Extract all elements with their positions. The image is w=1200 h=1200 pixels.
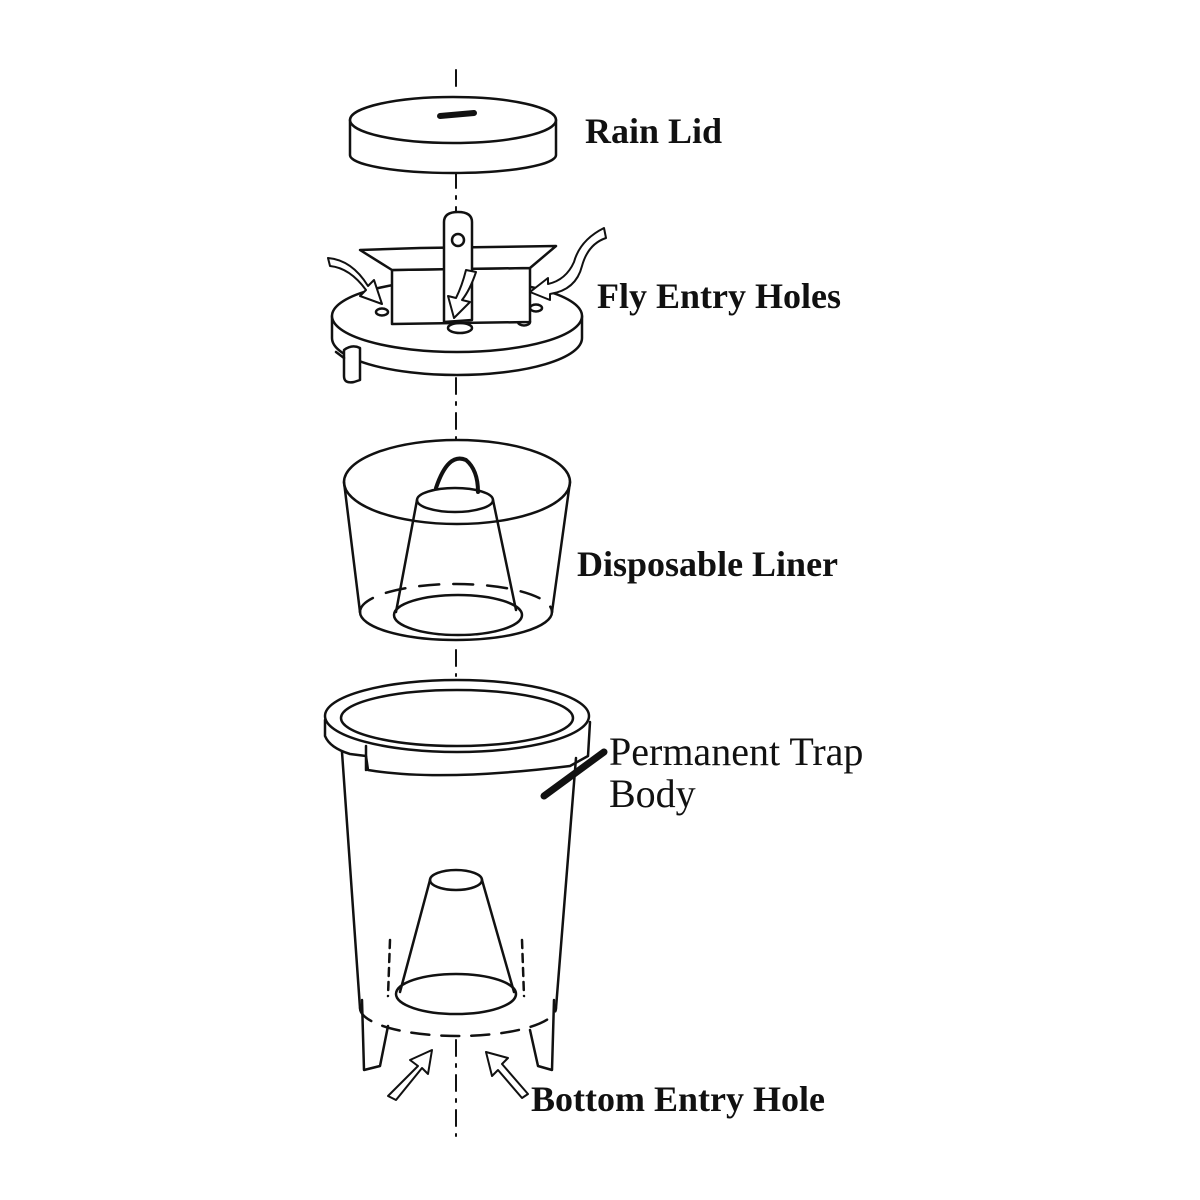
fly-entry-holes-label: Fly Entry Holes [597,276,841,316]
fly-entry-arrow [447,269,477,319]
permanent-trap-body-label-line2: Body [609,771,696,816]
body-leader-line [540,748,608,800]
disposable-liner [342,438,572,642]
rain-lid [348,95,558,175]
bottom-entry-arrow-right [485,1051,529,1099]
permanent-trap-body-label: Permanent Trap Body [609,731,863,815]
rain-lid-label: Rain Lid [585,111,723,151]
permanent-trap-body-label-line1: Permanent Trap [609,729,864,774]
fly-entry-cap [327,210,607,384]
rain-lid-slot [437,110,477,119]
left-fly-arrow [327,257,383,305]
bottom-entry-hole-label: Bottom Entry Hole [531,1079,825,1119]
right-fly-arrow [529,227,607,301]
disposable-liner-label: Disposable Liner [577,544,839,584]
bottom-entry-arrow-left [387,1049,433,1101]
permanent-trap-body [323,678,608,1101]
